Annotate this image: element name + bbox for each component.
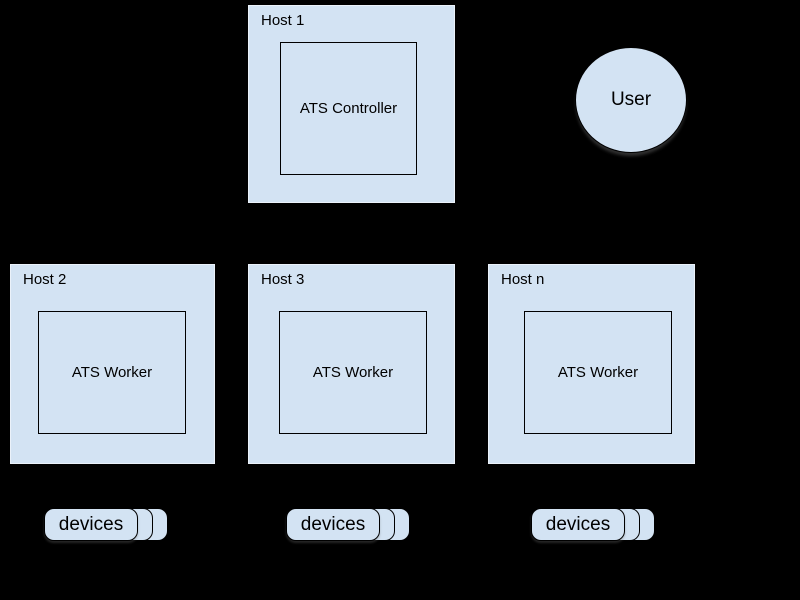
- ats-worker-node: ATS Worker: [524, 311, 672, 434]
- ats-worker-node: ATS Worker: [279, 311, 427, 434]
- host-3-box: Host 3 ATS Worker: [248, 264, 455, 464]
- host-n-box: Host n ATS Worker: [488, 264, 695, 464]
- ats-controller-node: ATS Controller: [280, 42, 417, 175]
- devices-stack-host-2: devices: [44, 508, 170, 543]
- host-3-label: Host 3: [261, 271, 305, 288]
- host-1-box: Host 1 ATS Controller: [248, 5, 455, 203]
- host-2-label: Host 2: [23, 271, 67, 288]
- host-1-label: Host 1: [261, 12, 305, 29]
- devices-label: devices: [58, 513, 124, 535]
- user-label: User: [610, 89, 652, 110]
- devices-card-front: devices: [531, 508, 625, 541]
- user-ellipse: User: [575, 47, 687, 153]
- devices-card-front: devices: [286, 508, 380, 541]
- devices-label: devices: [300, 513, 366, 535]
- devices-stack-host-n: devices: [531, 508, 657, 543]
- devices-card-front: devices: [44, 508, 138, 541]
- ats-worker-node: ATS Worker: [38, 311, 186, 434]
- devices-stack-host-3: devices: [286, 508, 412, 543]
- host-2-box: Host 2 ATS Worker: [10, 264, 215, 464]
- host-n-label: Host n: [501, 271, 545, 288]
- devices-label: devices: [545, 513, 611, 535]
